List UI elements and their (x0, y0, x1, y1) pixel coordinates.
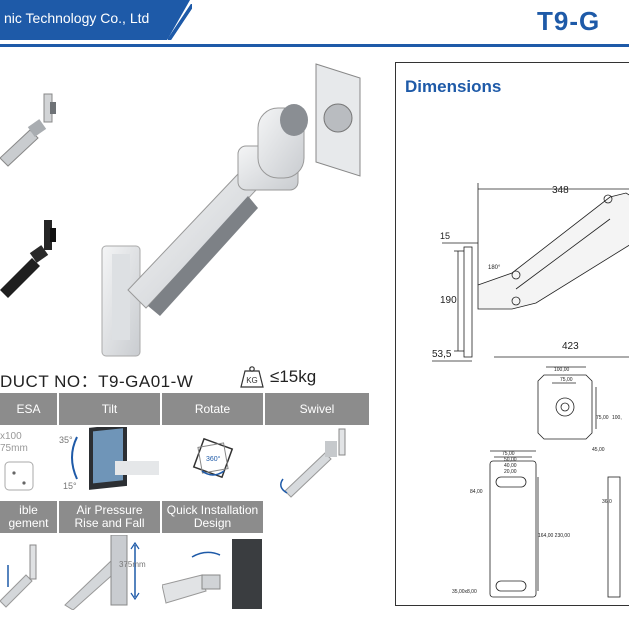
weight-icon: KG (240, 366, 264, 388)
feature-cell-rotate: 360° (162, 427, 263, 499)
feature-header-vesa: ESA (0, 393, 57, 425)
header-rule (0, 44, 629, 47)
svg-text:84,00: 84,00 (470, 489, 483, 495)
svg-text:190: 190 (440, 295, 457, 306)
svg-text:164,00 230,00: 164,00 230,00 (538, 533, 570, 539)
svg-text:53,5: 53,5 (432, 349, 452, 360)
svg-text:36,0: 36,0 (602, 499, 612, 505)
svg-text:100,00: 100,00 (554, 367, 570, 373)
feature-cell-adjustable (0, 535, 57, 610)
model-title: T9-G (537, 6, 601, 36)
svg-text:360°: 360° (206, 455, 221, 463)
svg-text:35°: 35° (59, 435, 73, 445)
feature-header-swivel: Swivel (265, 393, 369, 425)
svg-text:375mm: 375mm (119, 560, 146, 569)
feature-cell-quick-install (162, 535, 263, 610)
svg-text:50,00: 50,00 (504, 457, 517, 463)
product-photo-main-arm (98, 58, 368, 358)
product-photo-silver-arm (0, 88, 70, 178)
header-banner (0, 0, 190, 40)
vesa-spec-2: 75mm (0, 443, 28, 454)
max-load: ≤15kg (270, 367, 317, 386)
product-number: DUCT NO：T9-GA01-W (0, 372, 194, 391)
svg-text:40,00: 40,00 (504, 463, 517, 469)
feature-header-adjustable-label: ible gement (8, 503, 49, 530)
svg-text:100,: 100, (612, 415, 622, 421)
svg-text:423: 423 (562, 341, 579, 352)
svg-text:35,00x8,00: 35,00x8,00 (452, 589, 477, 595)
feature-header-air-pressure: Air Pressure Rise and Fall (59, 501, 160, 533)
dimensions-panel: Dimensions (395, 62, 629, 606)
dimensions-title: Dimensions (405, 77, 502, 96)
svg-text:15: 15 (440, 231, 450, 241)
feature-cell-tilt: 35° 15° (59, 427, 160, 499)
feature-cell-swivel (265, 427, 369, 499)
svg-text:75,00: 75,00 (502, 451, 515, 457)
feature-header-rotate: Rotate (162, 393, 263, 425)
svg-text:45,00: 45,00 (592, 447, 605, 453)
company-name: nic Technology Co., Ltd (4, 10, 150, 26)
vesa-pattern-icon (4, 461, 34, 491)
product-photo-black-arm (0, 208, 70, 298)
svg-text:15°: 15° (63, 481, 77, 491)
svg-text:348: 348 (552, 185, 569, 196)
feature-header-quick-install: Quick Installation Design (162, 501, 263, 533)
feature-header-adjustable: ible gement (0, 501, 57, 533)
feature-cell-vesa: x100 75mm (0, 427, 57, 499)
svg-text:75,00: 75,00 (596, 415, 609, 421)
header-slash-decoration (168, 4, 192, 40)
svg-text:20,00: 20,00 (504, 469, 517, 475)
svg-text:180°: 180° (488, 265, 501, 271)
feature-header-tilt: Tilt (59, 393, 160, 425)
dimensions-drawing: 348 15 190 53,5 423 180° 100,00 75,00 75… (432, 183, 629, 598)
vesa-spec-1: x100 (0, 431, 22, 442)
feature-header-air-pressure-label: Air Pressure Rise and Fall (74, 503, 145, 530)
svg-text:KG: KG (246, 376, 258, 385)
svg-text:75,00: 75,00 (560, 377, 573, 383)
feature-cell-air-pressure: 375mm (59, 535, 160, 610)
feature-header-quick-install-label: Quick Installation Design (166, 503, 259, 530)
